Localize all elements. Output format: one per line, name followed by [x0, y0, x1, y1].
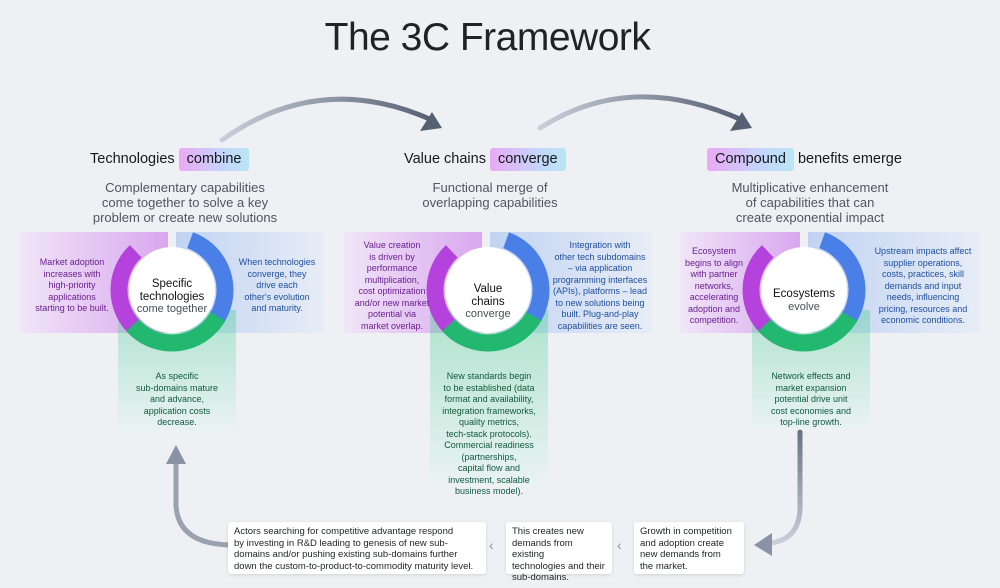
page-title: The 3C Framework [324, 16, 651, 59]
cycle-converge [344, 228, 652, 486]
arrowhead-2 [730, 112, 752, 131]
arrow-converge-to-compound [537, 94, 745, 131]
green-band [430, 310, 548, 486]
chevron-left-icon: ‹ [617, 537, 622, 553]
highlight-compound: Compound [707, 148, 794, 171]
cycle-compound [680, 228, 980, 430]
center-label-compound: Ecosystems evolve [773, 288, 835, 313]
cycle-combine [20, 228, 324, 432]
arrow-combine-to-converge [219, 96, 435, 143]
highlight-converge: converge [489, 148, 566, 171]
arrowhead-3 [754, 533, 772, 556]
highlight-combine: combine [178, 148, 250, 171]
arrow-compound-down [767, 429, 803, 546]
chevron-left-icon: ‹ [489, 537, 494, 553]
arrowhead-1 [420, 112, 442, 131]
arrowhead-4 [166, 445, 186, 464]
arrow-return-up [173, 459, 239, 548]
feedback-box-investment: Actors searching for competitive advanta… [228, 522, 486, 574]
